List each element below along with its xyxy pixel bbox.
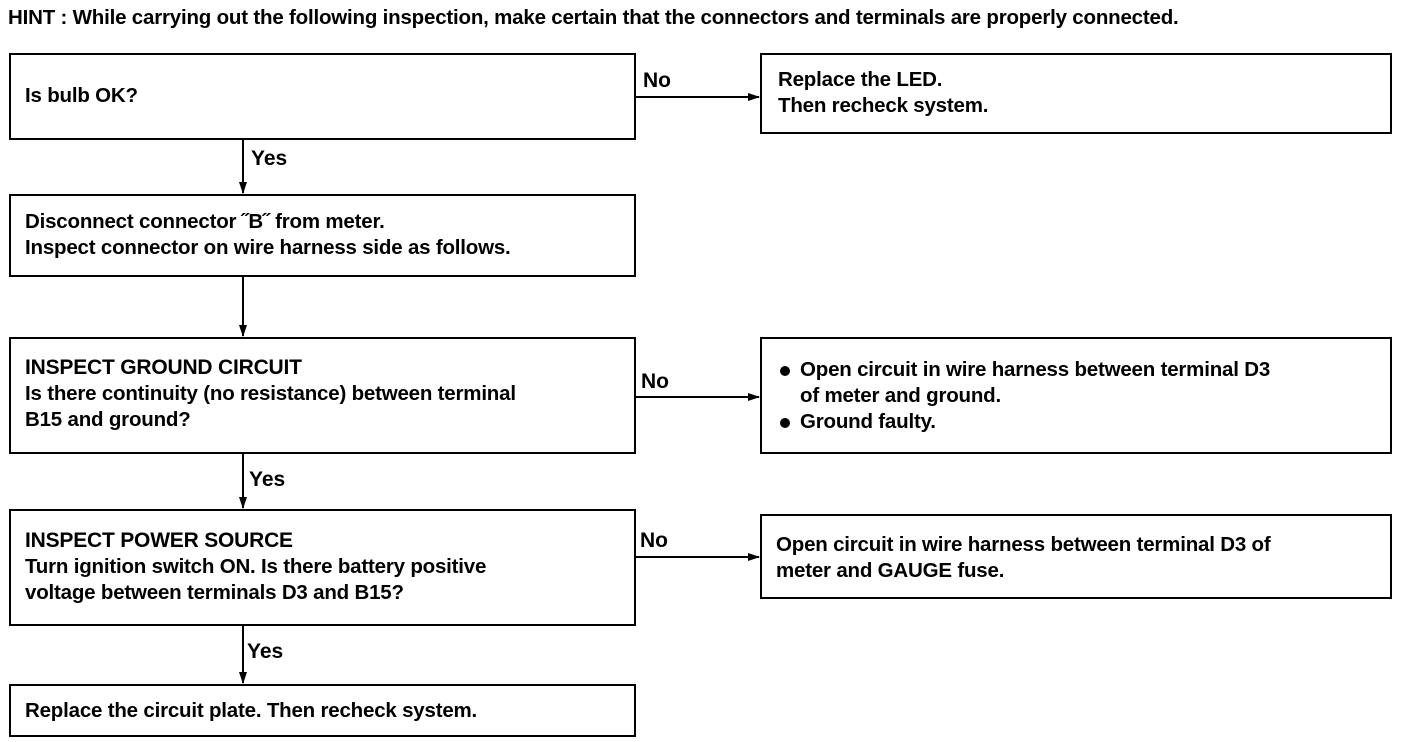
edge-label-bulb-no: No	[643, 69, 671, 92]
node-ground-check-line-2: B15 and ground?	[25, 408, 191, 431]
node-disconnect-line-2: Inspect connector on wire harness side a…	[25, 236, 511, 259]
ground-result-item-1: Open circuit in wire harness between ter…	[778, 357, 1376, 409]
node-ground-result: Open circuit in wire harness between ter…	[760, 337, 1392, 454]
node-ground-check: INSPECT GROUND CIRCUIT Is there continui…	[9, 337, 636, 454]
node-disconnect-line-1: Disconnect connector ˝B˝ from meter.	[25, 210, 385, 233]
node-power-result-line-1: Open circuit in wire harness between ter…	[776, 533, 1271, 556]
edge-label-power-no: No	[640, 529, 668, 552]
edge-label-bulb-yes: Yes	[251, 147, 288, 170]
node-bulb-check-line-1: Is bulb OK?	[25, 84, 138, 107]
node-power-check-line-1: Turn ignition switch ON. Is there batter…	[25, 555, 487, 578]
node-bulb-check: Is bulb OK?	[9, 53, 636, 140]
node-disconnect: Disconnect connector ˝B˝ from meter. Ins…	[9, 194, 636, 277]
ground-result-item-2: Ground faulty.	[778, 409, 1376, 435]
node-ground-check-line-1: Is there continuity (no resistance) betw…	[25, 382, 516, 405]
bullet-icon	[780, 366, 790, 376]
node-power-result-line-2: meter and GAUGE fuse.	[776, 559, 1005, 582]
ground-result-item-1-line-1: Open circuit in wire harness between ter…	[800, 358, 1271, 381]
node-replace-led: Replace the LED. Then recheck system.	[760, 53, 1392, 134]
node-power-check-line-2: voltage between terminals D3 and B15?	[25, 581, 404, 604]
node-replace-led-line-1: Replace the LED.	[778, 68, 943, 91]
node-power-check: INSPECT POWER SOURCE Turn ignition switc…	[9, 509, 636, 626]
node-replace-plate: Replace the circuit plate. Then recheck …	[9, 684, 636, 737]
hint-text: HINT : While carrying out the following …	[8, 6, 1179, 29]
node-replace-led-line-2: Then recheck system.	[778, 94, 989, 117]
edge-label-ground-no: No	[641, 370, 669, 393]
ground-result-list: Open circuit in wire harness between ter…	[778, 357, 1376, 435]
edge-label-ground-yes: Yes	[249, 468, 286, 491]
bullet-icon	[780, 418, 790, 428]
node-power-check-heading: INSPECT POWER SOURCE	[25, 529, 293, 552]
node-power-result: Open circuit in wire harness between ter…	[760, 514, 1392, 599]
node-replace-plate-line-1: Replace the circuit plate. Then recheck …	[25, 699, 478, 722]
ground-result-item-1-line-2: of meter and ground.	[800, 384, 1002, 407]
edge-label-power-yes: Yes	[247, 640, 284, 663]
node-ground-check-heading: INSPECT GROUND CIRCUIT	[25, 356, 302, 379]
ground-result-item-2-line-1: Ground faulty.	[800, 410, 936, 433]
